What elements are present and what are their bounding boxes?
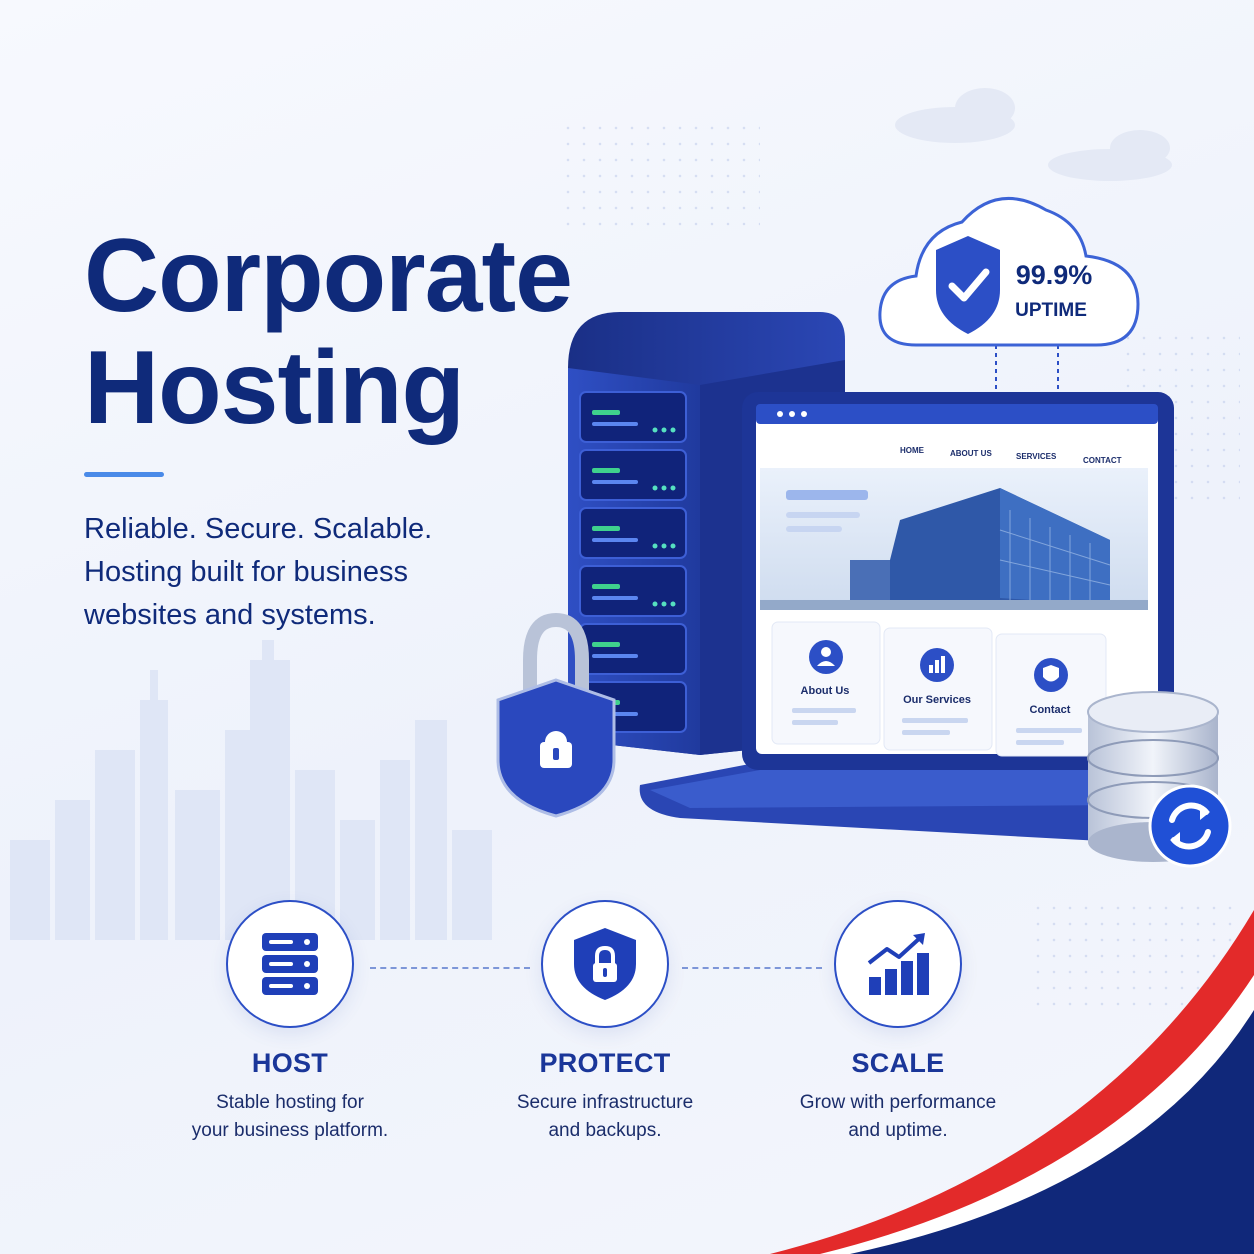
sync-icon <box>1148 784 1232 868</box>
feature-scale: SCALE Grow with performance and uptime. <box>763 900 1033 1145</box>
mock-nav-contact: CONTACT <box>1083 456 1122 465</box>
subtitle-line: websites and systems. <box>84 599 376 631</box>
office-building-image <box>760 488 1148 610</box>
uptime-label: UPTIME <box>1015 300 1087 321</box>
feature-connector <box>370 967 530 969</box>
growth-chart-icon <box>867 933 929 995</box>
brand-swoosh <box>770 910 1254 1254</box>
mock-nav-services: SERVICES <box>1016 452 1057 461</box>
feature-title: HOST <box>251 1048 329 1078</box>
subtitle-line: Reliable. Secure. Scalable. <box>84 513 433 545</box>
city-skyline <box>10 640 492 940</box>
hero-subtitle: Reliable. Secure. Scalable. Hosting buil… <box>84 508 504 637</box>
feature-protect: PROTECT Secure infrastructure and backup… <box>470 900 740 1145</box>
mock-card-about: About Us <box>800 685 850 697</box>
mock-card-services: Our Services <box>903 694 971 706</box>
feature-desc-line: and backups. <box>548 1120 662 1141</box>
dot-pattern <box>560 120 760 230</box>
padlock-shield-icon <box>496 612 616 818</box>
feature-connector <box>682 967 822 969</box>
server-stack-icon <box>262 933 318 995</box>
feature-desc-line: your business platform. <box>191 1120 389 1141</box>
feature-icon-ring <box>541 900 669 1028</box>
shield-check-icon <box>936 236 1000 334</box>
feature-desc-line: Secure infrastructure <box>516 1092 694 1113</box>
feature-desc-line: Grow with performance <box>799 1092 997 1113</box>
feature-icon-ring <box>834 900 962 1028</box>
feature-description: Grow with performance and uptime. <box>763 1089 1033 1145</box>
feature-desc-line: and uptime. <box>848 1120 948 1141</box>
subtitle-line: Hosting built for business <box>84 556 408 588</box>
feature-icon-ring <box>226 900 354 1028</box>
feature-host: HOST Stable hosting for your business pl… <box>155 900 425 1145</box>
page-title: Corporate Hosting <box>84 218 573 446</box>
feature-title: PROTECT <box>539 1048 671 1078</box>
feature-desc-line: Stable hosting for <box>216 1092 364 1113</box>
uptime-value: 99.9% <box>1015 260 1093 290</box>
hosting-illustration <box>496 88 1232 868</box>
feature-title: SCALE <box>851 1048 945 1078</box>
mock-nav-about: ABOUT US <box>950 449 992 458</box>
title-line: Hosting <box>84 330 465 446</box>
accent-divider <box>84 472 164 477</box>
feature-description: Stable hosting for your business platfor… <box>155 1089 425 1145</box>
feature-description: Secure infrastructure and backups. <box>470 1089 740 1145</box>
mock-card-contact: Contact <box>1029 704 1071 716</box>
mock-nav-home: HOME <box>900 446 924 455</box>
title-line: Corporate <box>84 218 573 334</box>
shield-lock-icon <box>574 928 636 1000</box>
